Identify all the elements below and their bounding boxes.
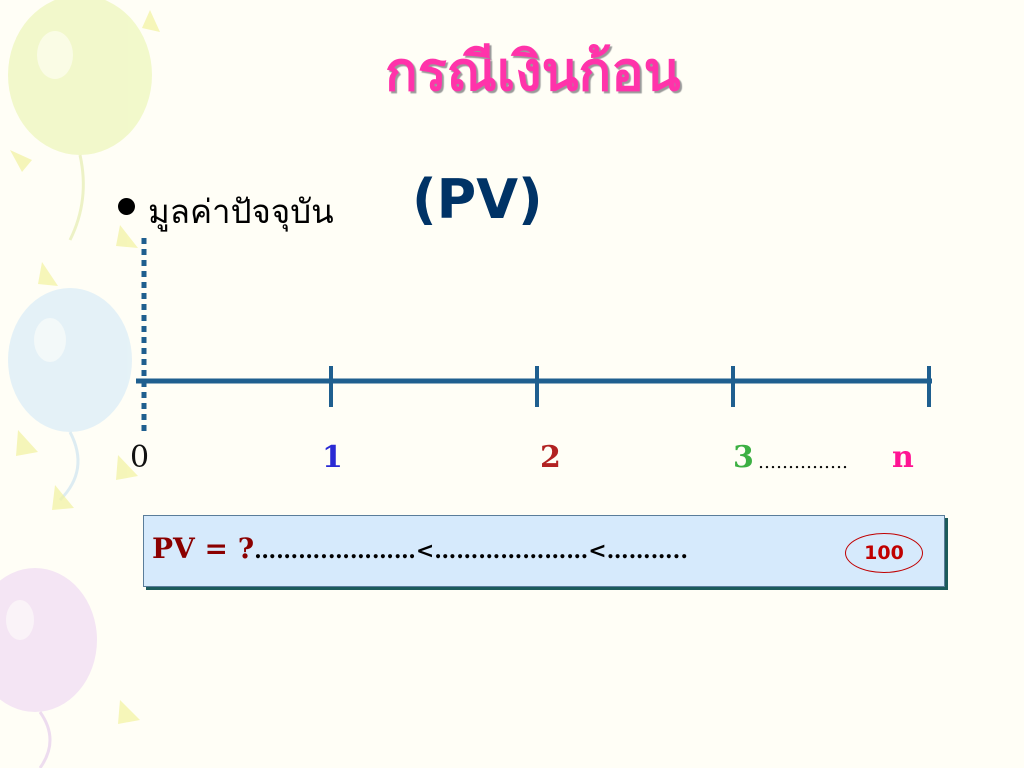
timeline-label-0: 0 — [130, 440, 150, 475]
slide-title: กรณีเงินก้อน — [385, 39, 681, 103]
timeline-label-n: n — [892, 440, 914, 475]
timeline-label-2: 2 — [540, 440, 561, 475]
timeline-ellipsis: …………… — [758, 452, 848, 473]
formula-text: PV = ?……….…………<…………………<……….. — [152, 532, 688, 565]
bullet-text: มูลค่าปัจจุบัน — [148, 192, 334, 231]
timeline-label-1: 1 — [322, 440, 343, 475]
value-badge: 100 — [845, 533, 923, 573]
bullet-icon — [118, 198, 135, 215]
formula-box: PV = ?……….…………<…………………<……….. 100 — [143, 515, 945, 587]
timeline-label-3: 3 — [733, 440, 754, 475]
bullet-abbreviation: (PV) — [412, 168, 543, 231]
formula-rest: ……….…………<…………………<……….. — [254, 538, 689, 564]
formula-lhs: PV = ? — [152, 532, 255, 565]
